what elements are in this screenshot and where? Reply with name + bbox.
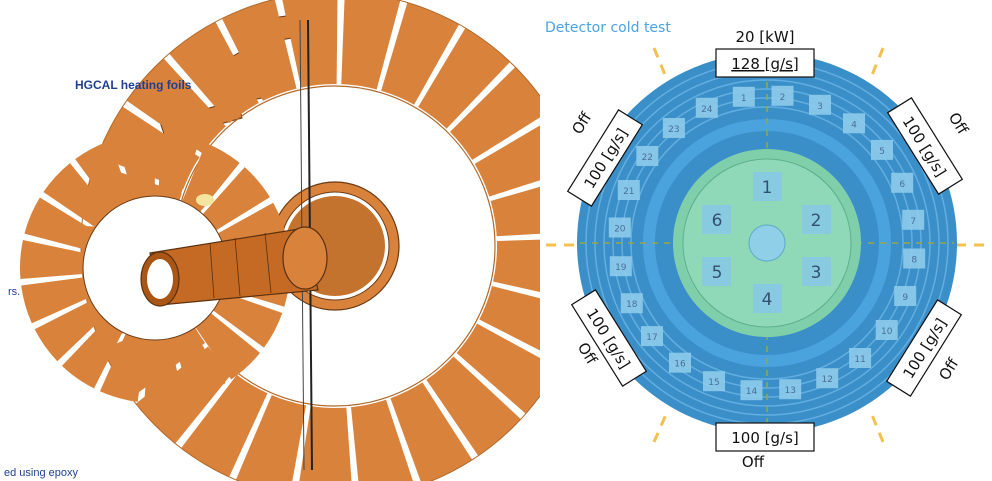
heating-foils-title: HGCAL heating foils xyxy=(75,78,192,92)
inner-zone-labels: 1 2 3 4 5 6 xyxy=(702,172,831,313)
segment-box xyxy=(779,379,802,400)
cold-test-title: Detector cold test xyxy=(545,20,671,36)
foil-cylinder xyxy=(140,226,328,307)
segment-5-label: 5 xyxy=(879,147,885,157)
segment-box xyxy=(732,86,755,107)
segment-box xyxy=(662,118,685,138)
segment-23-label: 23 xyxy=(668,125,679,135)
top-flow-label: 128 [g/s] xyxy=(731,55,799,73)
upper-left-off-label: Off xyxy=(568,109,595,138)
segment-box xyxy=(669,352,691,373)
segment-box xyxy=(891,172,914,193)
segment-box xyxy=(902,209,925,230)
cold-test-panel: Detector cold test xyxy=(540,0,992,481)
segment-6-label: 6 xyxy=(899,180,905,190)
segment-7-label: 7 xyxy=(910,217,916,227)
segment-box xyxy=(740,380,763,401)
segment-box xyxy=(894,286,917,306)
segment-box xyxy=(771,85,794,106)
segment-15-label: 15 xyxy=(708,378,719,388)
segment-box xyxy=(871,139,893,160)
segment-box xyxy=(809,94,831,115)
segment-19-label: 19 xyxy=(615,263,627,273)
segment-1-label: 1 xyxy=(741,94,747,104)
segment-box xyxy=(609,256,632,277)
segment-box xyxy=(608,217,631,238)
segment-box xyxy=(636,146,659,166)
segment-box xyxy=(620,293,643,314)
segment-21-label: 21 xyxy=(623,187,634,197)
zone-4-label: 4 xyxy=(762,290,773,310)
segment-14-label: 14 xyxy=(746,387,758,397)
segment-9-label: 9 xyxy=(902,293,908,303)
segment-box xyxy=(903,248,926,269)
segment-22-label: 22 xyxy=(642,153,653,163)
segment-20-label: 20 xyxy=(614,225,626,235)
segment-2-label: 2 xyxy=(780,93,786,103)
segment-box xyxy=(703,371,725,392)
lower-right-off-label: Off xyxy=(935,355,962,384)
segment-18-label: 18 xyxy=(626,300,638,310)
segment-17-label: 17 xyxy=(646,333,657,343)
segment-12-label: 12 xyxy=(821,375,832,385)
segment-box xyxy=(849,348,872,368)
zone-1-label: 1 xyxy=(762,178,773,198)
zone-5-label: 5 xyxy=(712,263,723,283)
segment-4-label: 4 xyxy=(851,120,857,130)
segment-box xyxy=(641,326,663,347)
segment-3-label: 3 xyxy=(817,102,823,112)
segment-box xyxy=(816,368,839,389)
bottom-flow-label: 100 [g/s] xyxy=(731,429,799,447)
zone-6-label: 6 xyxy=(712,211,723,231)
segment-24-label: 24 xyxy=(701,105,713,115)
segment-box xyxy=(617,180,640,200)
bottom-off-label: Off xyxy=(742,453,765,471)
heating-foils-illustration xyxy=(20,0,540,481)
heating-foils-panel: HGCAL heating foils rs. ed using epoxy xyxy=(4,0,540,481)
upper-right-off-label: Off xyxy=(945,109,972,138)
zone-3-label: 3 xyxy=(811,263,822,283)
cropped-text-fragment: rs. xyxy=(8,286,21,298)
segment-box xyxy=(843,113,865,134)
segment-box xyxy=(875,320,898,340)
segment-13-label: 13 xyxy=(784,386,795,396)
segment-10-label: 10 xyxy=(881,327,893,337)
zone-2-label: 2 xyxy=(811,211,822,231)
segment-box xyxy=(695,97,718,118)
segment-11-label: 11 xyxy=(854,355,865,365)
segment-8-label: 8 xyxy=(911,256,917,266)
axis-dashes xyxy=(546,47,988,443)
cropped-text-fragment: ed using epoxy xyxy=(4,467,78,479)
power-label: 20 [kW] xyxy=(735,28,794,46)
segment-16-label: 16 xyxy=(674,360,686,370)
